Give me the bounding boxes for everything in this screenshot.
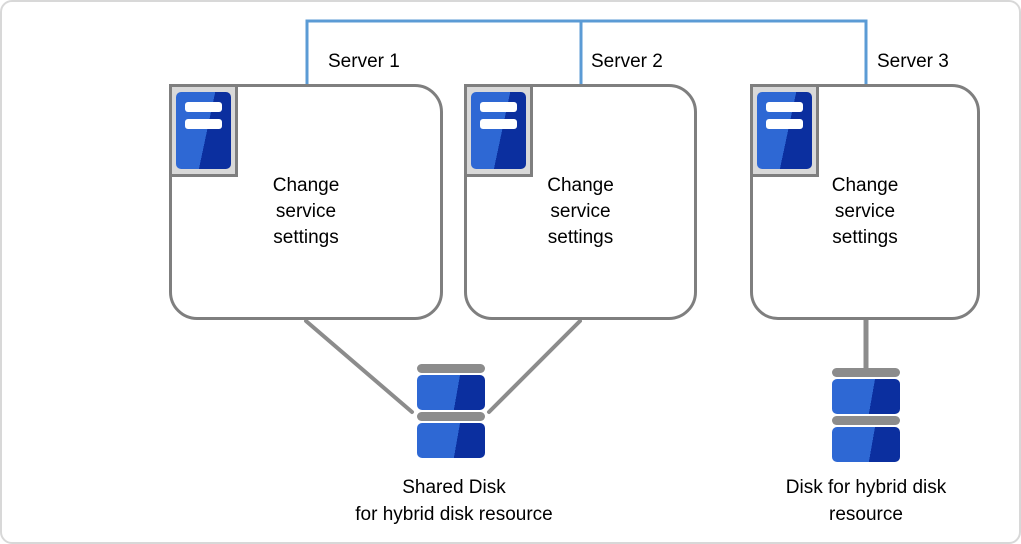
disk-platter-icon (832, 427, 900, 462)
server-slot-bar-icon (480, 119, 517, 129)
server-3-label: Server 3 (877, 51, 949, 72)
shared-disk-label: Shared Disk for hybrid disk resource (355, 477, 553, 525)
server-1-label: Server 1 (328, 51, 400, 72)
server-icon-panel (757, 92, 812, 169)
shared-disk-icon (417, 364, 485, 458)
server-slot-bar-icon (185, 102, 222, 112)
server-3-task-text: Change service settings (831, 175, 899, 248)
server-1-box: Change service settings (169, 84, 443, 320)
server-2-task-text: Change service settings (547, 175, 614, 248)
server-1-task-text: Change service settings (272, 175, 340, 248)
server-icon-panel (176, 92, 231, 169)
server-icon (169, 84, 238, 177)
hybrid-disk-icon (832, 368, 900, 462)
server-slot-bar-icon (766, 102, 803, 112)
server-slot-bar-icon (766, 119, 803, 129)
disk-platter-icon (417, 375, 485, 410)
server-slot-bar-icon (185, 119, 222, 129)
disk-cap-icon (832, 416, 900, 425)
server-3-box: Change service settings (750, 84, 980, 320)
server-icon (750, 84, 819, 177)
disk-cap-icon (832, 368, 900, 377)
server-slot-bar-icon (480, 102, 517, 112)
disk-cap-icon (417, 364, 485, 373)
disk-platter-icon (832, 379, 900, 414)
hybrid-disk-label: Disk for hybrid disk resource (785, 477, 947, 525)
server-2-box: Change service settings (464, 84, 697, 320)
server-2-label: Server 2 (591, 51, 663, 72)
disk-cap-icon (417, 412, 485, 421)
server-icon-panel (471, 92, 526, 169)
server-icon (464, 84, 533, 177)
disk-platter-icon (417, 423, 485, 458)
